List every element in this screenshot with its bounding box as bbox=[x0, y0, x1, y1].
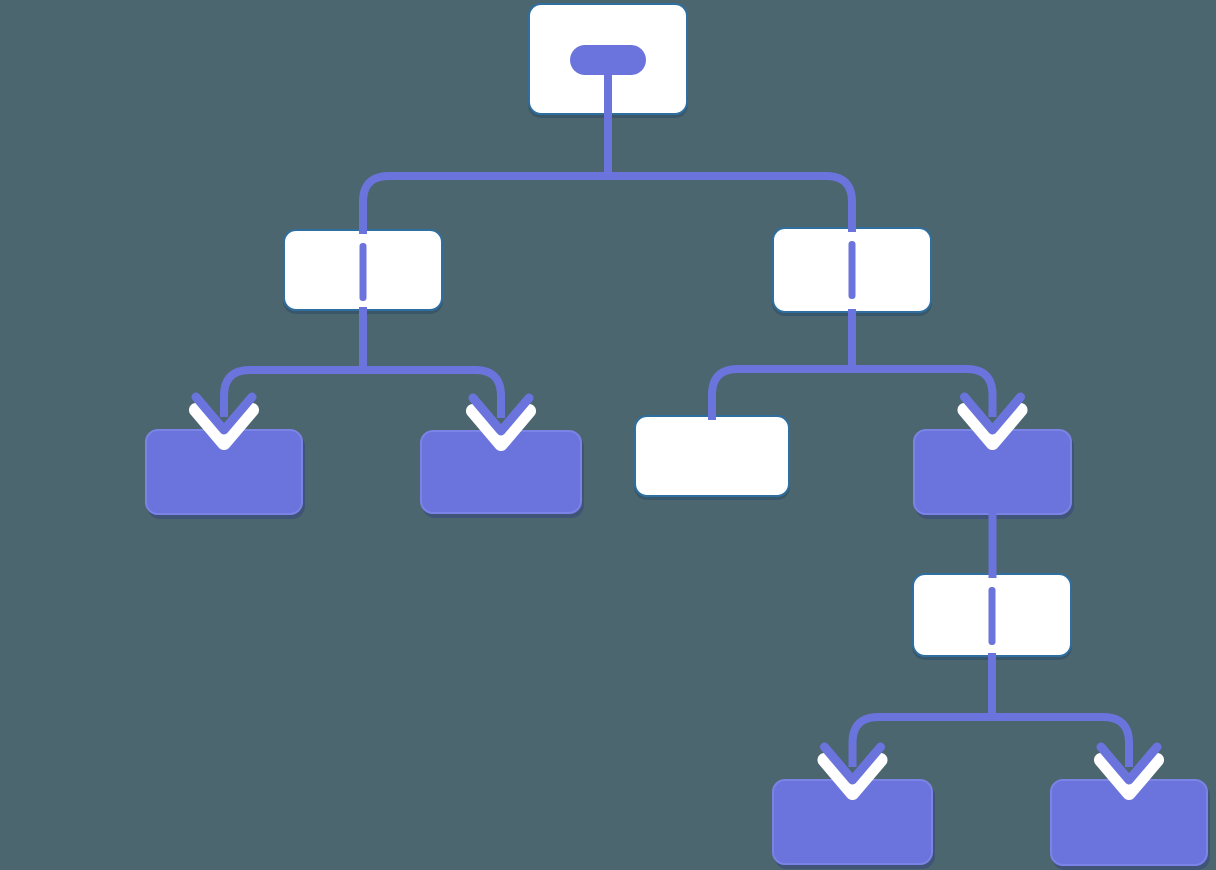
node-child-plain[interactable] bbox=[634, 415, 790, 497]
node-divider-bar bbox=[848, 241, 856, 299]
edge-connector bbox=[220, 307, 505, 418]
node-divider-bar bbox=[988, 587, 996, 645]
double-chevron-down-icon bbox=[1096, 742, 1162, 785]
node-child-highlight[interactable] bbox=[913, 429, 1072, 515]
node-leaf-bottom-2[interactable] bbox=[1050, 779, 1208, 866]
root-pill bbox=[570, 45, 646, 75]
node-branch-right[interactable] bbox=[772, 227, 932, 313]
double-chevron-down-icon bbox=[468, 393, 534, 436]
node-leaf-left-2[interactable] bbox=[420, 430, 582, 514]
double-chevron-down-icon bbox=[960, 392, 1025, 435]
node-root[interactable] bbox=[528, 3, 688, 115]
node-leaf-bottom-1[interactable] bbox=[772, 779, 933, 865]
node-divider-bar bbox=[359, 243, 367, 301]
double-chevron-down-icon bbox=[820, 742, 885, 785]
double-chevron-down-icon bbox=[191, 392, 257, 435]
edge-connector bbox=[708, 309, 997, 420]
node-sub-branch[interactable] bbox=[912, 573, 1072, 657]
node-leaf-left-1[interactable] bbox=[145, 429, 303, 515]
edge-connector bbox=[848, 653, 1133, 767]
node-branch-left[interactable] bbox=[283, 229, 443, 311]
